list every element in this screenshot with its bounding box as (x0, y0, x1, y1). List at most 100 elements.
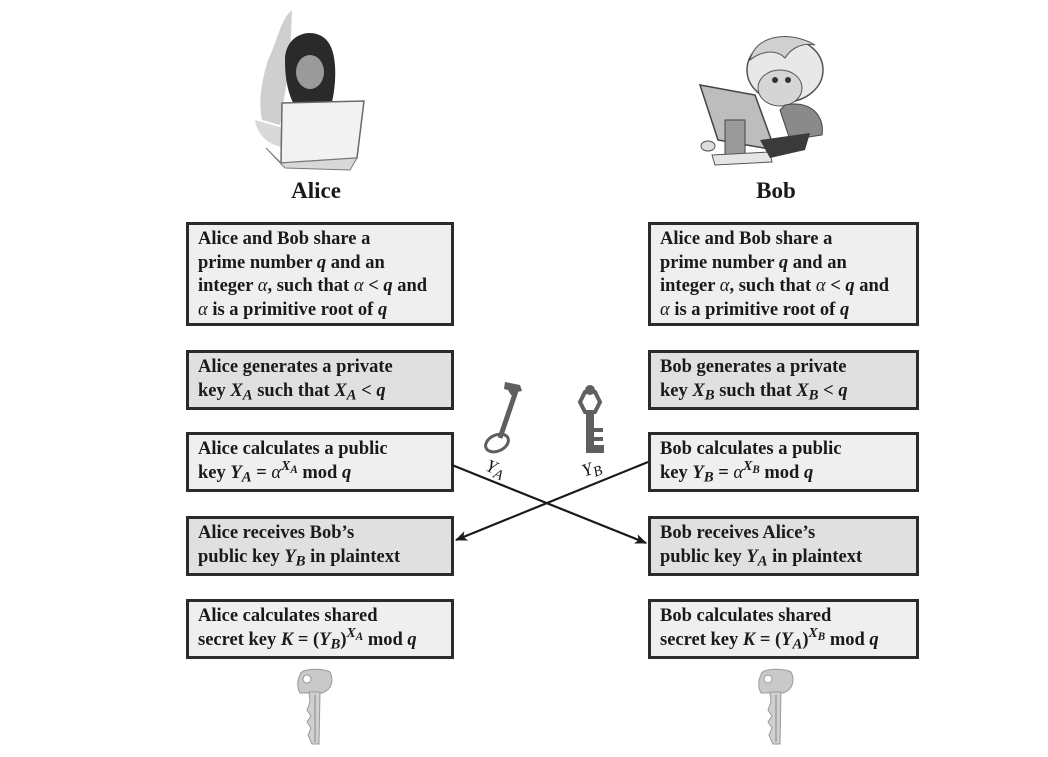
var-q: q (839, 299, 850, 320)
exponent: X (743, 458, 753, 474)
step-text: mod (825, 629, 870, 650)
subscript: A (290, 463, 298, 476)
step-text: Alice calculates shared (198, 606, 378, 626)
step-text: prime number (660, 252, 779, 273)
alice-public-key-label: YA (483, 455, 508, 484)
step-text: in plaintext (767, 546, 863, 567)
step-text: secret key (198, 629, 281, 650)
step-text: , such that (267, 276, 354, 296)
step-text: and (854, 276, 890, 296)
step-text: and an (326, 252, 385, 273)
var-q: q (407, 629, 417, 650)
alice-shared-key-icon (297, 668, 333, 745)
step-text: < (825, 276, 846, 296)
step-text: key (660, 380, 693, 401)
bob-shared-key-icon (758, 668, 794, 745)
step-text: integer (660, 276, 720, 296)
var-alpha: α (815, 276, 826, 296)
subscript: A (355, 630, 364, 643)
var-x: X (230, 380, 243, 401)
alice-shared-secret-box: Alice calculates shared secret key K = (… (186, 599, 454, 659)
step-text: public key (198, 546, 285, 567)
step-text: such that (714, 380, 797, 401)
arrow-alice-to-bob (451, 463, 647, 545)
bob-shared-secret-box: Bob calculates shared secret key K = (YA… (648, 599, 919, 659)
bob-public-key-icon (577, 385, 604, 453)
bob-public-key-box: Bob calculates a public key YB = αXB mod… (648, 432, 919, 492)
var-y: Y (746, 546, 758, 567)
step-text: ) (340, 629, 347, 650)
step-text: and an (788, 252, 847, 273)
subscript: A (792, 636, 803, 653)
var-q: q (803, 462, 814, 483)
var-x: X (692, 380, 705, 401)
subscript: B (817, 630, 826, 643)
step-text: = (251, 462, 272, 483)
var-q: q (845, 276, 855, 296)
subscript: B (752, 463, 760, 476)
step-text: in plaintext (305, 546, 401, 567)
exponent: X (808, 625, 818, 641)
step-text: , such that (729, 276, 816, 296)
var-y: Y (230, 462, 242, 483)
step-text: < (363, 276, 384, 296)
step-text: Alice calculates a public (198, 439, 388, 459)
step-text: < (818, 380, 839, 401)
step-text: key (198, 462, 231, 483)
var-alpha: α (271, 462, 282, 483)
step-text: integer (198, 276, 258, 296)
var-x: X (796, 380, 809, 401)
var-x: X (334, 380, 347, 401)
step-text: public key (660, 546, 747, 567)
step-text: Alice and Bob share a (198, 229, 371, 249)
var-q: q (377, 299, 388, 320)
subscript: A (242, 387, 253, 404)
var-q: q (383, 276, 393, 296)
step-text: = ( (293, 629, 320, 650)
step-text: < (356, 380, 377, 401)
var-k: K (742, 629, 756, 650)
step-text: mod (363, 629, 408, 650)
subscript: B (704, 387, 715, 404)
subscript: A (346, 387, 357, 404)
bob-public-key-label: YB (579, 455, 605, 481)
step-text: and (392, 276, 428, 296)
step-text: is a primitive root of (207, 299, 378, 320)
step-text: such that (252, 380, 335, 401)
exponent: X (281, 458, 291, 474)
subscript: A (757, 553, 768, 570)
step-text: ) (802, 629, 809, 650)
step-text: key (198, 380, 231, 401)
step-text: Alice generates a private (198, 357, 393, 377)
subscript: B (330, 636, 341, 653)
step-text: = ( (755, 629, 782, 650)
var-y: Y (319, 629, 331, 650)
bob-receives-box: Bob receives Alice’s public key YA in pl… (648, 516, 919, 576)
alice-public-key-icon (484, 382, 522, 454)
alice-shared-parameters-box: Alice and Bob share a prime number q and… (186, 222, 454, 326)
bob-shared-parameters-box: Alice and Bob share a prime number q and… (648, 222, 919, 326)
var-y: Y (284, 546, 296, 567)
subscript: B (808, 387, 819, 404)
var-q: q (778, 252, 789, 273)
step-text: key (660, 462, 693, 483)
var-alpha: α (257, 276, 268, 296)
step-text: Bob calculates a public (660, 439, 842, 459)
var-alpha: α (733, 462, 744, 483)
var-alpha: α (353, 276, 364, 296)
step-text: mod (759, 462, 804, 483)
step-text: Alice receives Bob’s (198, 523, 355, 543)
step-text: Bob receives Alice’s (660, 523, 816, 543)
step-text: mod (297, 462, 342, 483)
var-alpha: α (719, 276, 730, 296)
var-alpha: α (660, 299, 670, 320)
subscript: A (241, 469, 252, 486)
step-text: Bob generates a private (660, 357, 847, 377)
var-q: q (316, 252, 327, 273)
var-alpha: α (198, 299, 208, 320)
bob-private-key-box: Bob generates a private key XB such that… (648, 350, 919, 410)
step-text: Bob calculates shared (660, 606, 832, 626)
exponent: X (346, 625, 356, 641)
alice-public-key-box: Alice calculates a public key YA = αXA m… (186, 432, 454, 492)
alice-name: Alice (291, 178, 341, 203)
